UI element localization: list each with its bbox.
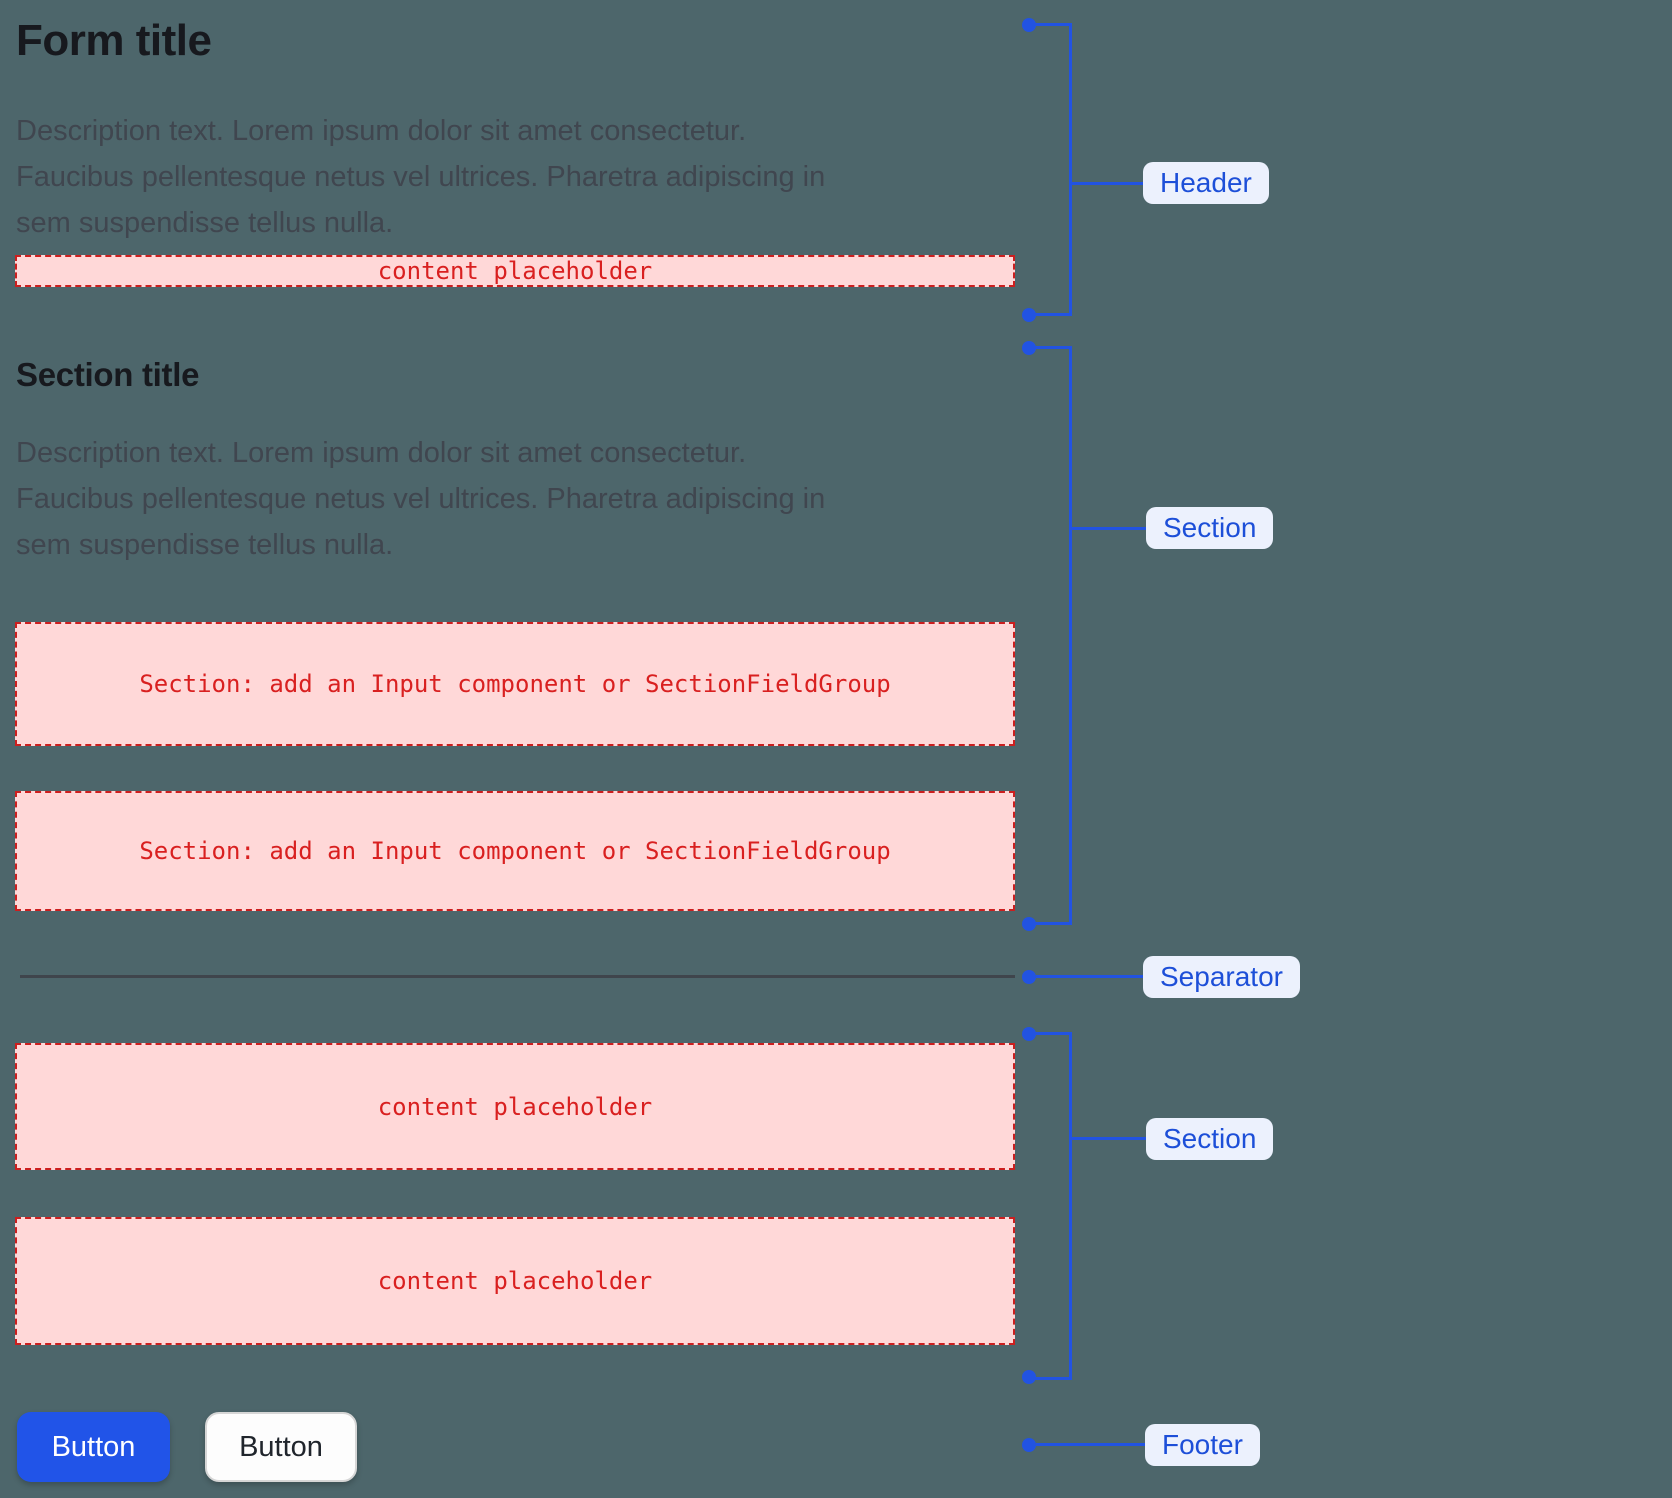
header-label-connector-line [1071,182,1143,185]
bracket-dot [1022,917,1036,931]
placeholder-label: content placeholder [377,1267,653,1295]
section-placeholder-box: Section: add an Input component or Secti… [15,622,1015,746]
description-line: sem suspendisse tellus nulla. [16,529,394,561]
section-bracket-bottom-line [1029,922,1072,925]
section-description: Description text. Lorem ipsum dolor sit … [16,430,825,568]
separator-annotation-label: Separator [1143,956,1300,998]
description-line: Description text. Lorem ipsum dolor sit … [16,437,747,469]
bracket-dot [1022,1438,1036,1452]
section2-bracket-top-line [1029,1032,1072,1035]
section-annotation-label: Section [1146,507,1274,549]
section-label-connector-line [1071,527,1146,530]
separator-line [20,975,1015,978]
header-bracket-vertical-line [1069,23,1072,316]
section2-bracket-bottom-line [1029,1377,1072,1380]
form-description: Description text. Lorem ipsum dolor sit … [16,108,825,246]
bracket-dot [1022,1370,1036,1384]
section2-label-connector-line [1071,1137,1146,1140]
placeholder-label: content placeholder [377,257,653,285]
content-placeholder-box: content placeholder [15,1043,1015,1170]
bracket-dot [1022,308,1036,322]
section-bracket-top-line [1029,346,1072,349]
footer-annotation-label: Footer [1145,1424,1260,1466]
description-line: sem suspendisse tellus nulla. [16,207,394,239]
header-annotation-label: Header [1143,162,1269,204]
section2-bracket-vertical-line [1069,1032,1072,1380]
separator-label-connector-line [1036,975,1143,978]
section2-annotation-label: Section [1146,1118,1274,1160]
secondary-button[interactable]: Button [205,1412,357,1482]
content-placeholder-box: content placeholder [15,1217,1015,1345]
header-content-placeholder-box: content placeholder [15,255,1015,287]
description-line: Description text. Lorem ipsum dolor sit … [16,115,747,147]
bracket-dot [1022,970,1036,984]
header-bracket-top-line [1029,23,1072,26]
section-title: Section title [16,356,200,393]
section-placeholder-box: Section: add an Input component or Secti… [15,791,1015,911]
section-bracket-vertical-line [1069,346,1072,925]
form-title: Form title [16,16,212,65]
placeholder-label: Section: add an Input component or Secti… [139,837,891,865]
placeholder-label: content placeholder [377,1092,653,1121]
primary-button[interactable]: Button [17,1412,170,1482]
footer-label-connector-line [1036,1443,1145,1446]
placeholder-label: Section: add an Input component or Secti… [139,670,891,698]
header-bracket-bottom-line [1029,313,1072,316]
description-line: Faucibus pellentesque netus vel ultrices… [16,161,826,193]
description-line: Faucibus pellentesque netus vel ultrices… [16,483,826,515]
